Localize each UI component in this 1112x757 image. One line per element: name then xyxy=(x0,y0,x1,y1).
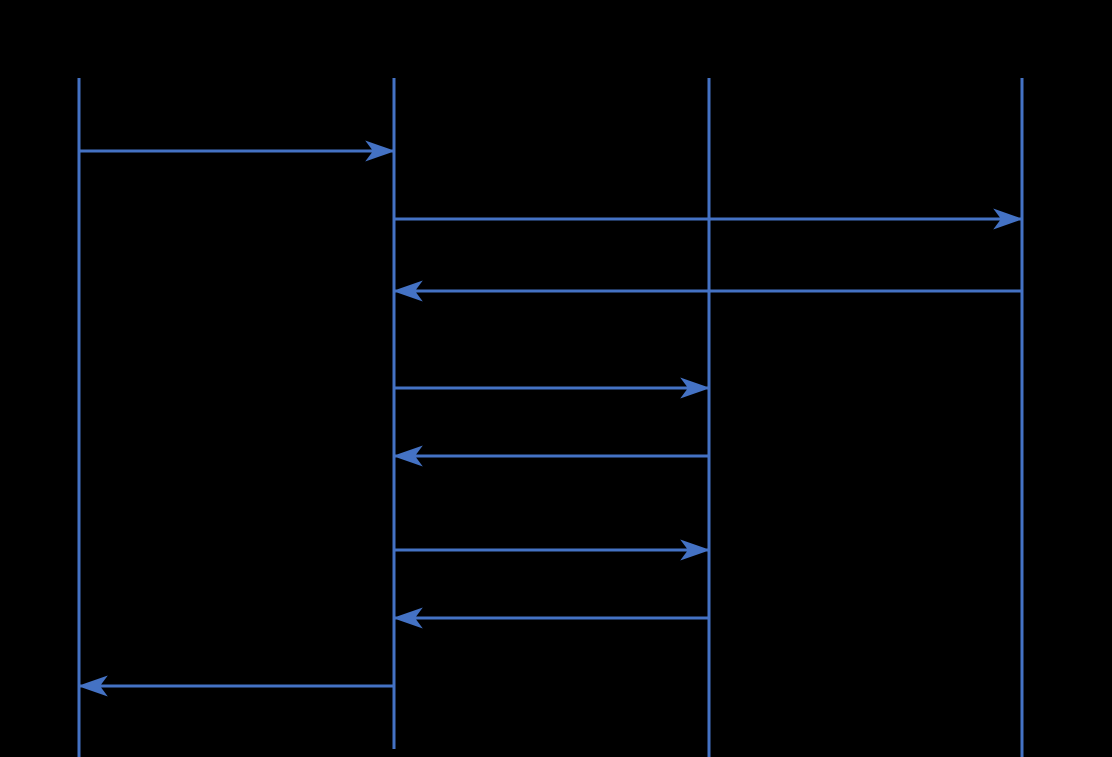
sequence-diagram xyxy=(77,78,1024,757)
sequence-diagram-canvas xyxy=(77,78,1024,757)
